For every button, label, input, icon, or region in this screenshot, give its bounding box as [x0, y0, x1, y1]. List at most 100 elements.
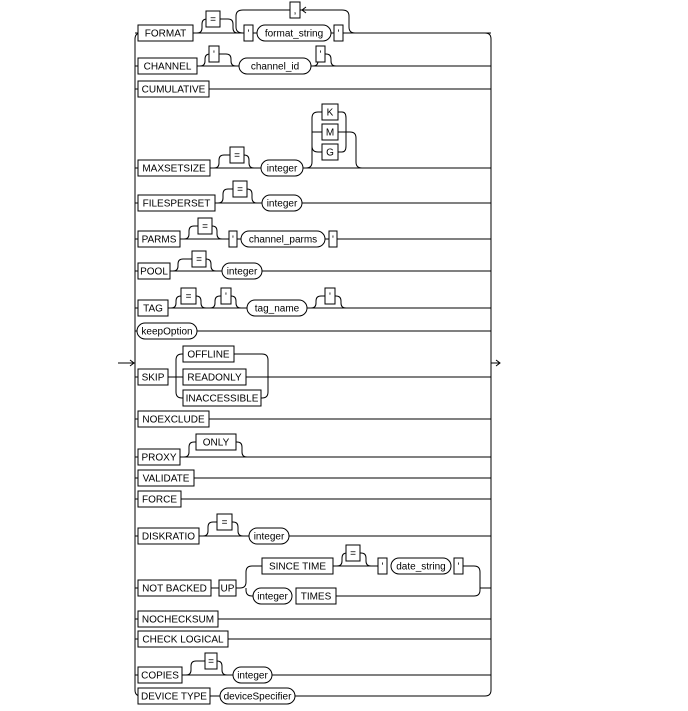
offline-option: OFFLINE	[182, 345, 235, 363]
quote-token: '	[324, 287, 336, 305]
diskratio-keyword: DISKRATIO	[137, 527, 200, 545]
integer-param: integer	[221, 262, 263, 280]
unit-m: M	[321, 123, 339, 141]
equals-token: =	[197, 217, 213, 235]
quote-token-label: '	[329, 292, 331, 303]
equals-token: =	[204, 652, 218, 670]
pool-keyword: POOL	[137, 262, 171, 280]
keep-option-param-label: keepOption	[141, 327, 192, 338]
check-logical-keyword-label: CHECK LOGICAL	[142, 635, 224, 646]
proxy-keyword: PROXY	[137, 448, 181, 466]
copies-keyword: COPIES	[137, 666, 183, 684]
integer-param-label: integer	[237, 671, 268, 682]
integer-param: integer	[252, 587, 293, 605]
keep-option-param: keepOption	[136, 322, 198, 340]
optional-branch	[170, 295, 207, 309]
channel-id-param-label: channel_id	[251, 62, 299, 73]
quote-token-label: '	[320, 50, 322, 61]
equals-token-label: =	[234, 151, 240, 162]
inaccessible-option-label: INACCESSIBLE	[186, 394, 259, 405]
quote-token-label: '	[382, 562, 384, 573]
equals-token: =	[229, 146, 245, 164]
optional-branch	[310, 295, 347, 309]
format-keyword: FORMAT	[137, 24, 194, 42]
equals-token-label: =	[186, 292, 192, 303]
quote-token-label: '	[213, 50, 215, 61]
equals-token-label: =	[237, 185, 243, 196]
quote-token: '	[333, 24, 344, 42]
integer-param-label: integer	[227, 267, 258, 278]
comma-separator: ,	[289, 1, 301, 19]
integer-param-label: integer	[267, 199, 298, 210]
nochecksum-keyword-label: NOCHECKSUM	[142, 615, 214, 626]
offline-option-label: OFFLINE	[187, 350, 230, 361]
quote-token-label: '	[248, 29, 250, 40]
equals-token-label: =	[350, 549, 356, 560]
unit-branch-right	[338, 111, 363, 169]
cumulative-keyword: CUMULATIVE	[137, 80, 210, 98]
quote-token-label: '	[225, 292, 227, 303]
unit-m-label: M	[326, 128, 334, 139]
skip-keyword: SKIP	[137, 368, 169, 386]
device-specifier-param: deviceSpecifier	[219, 687, 296, 705]
times-keyword: TIMES	[295, 587, 337, 605]
maxsetsize-keyword: MAXSETSIZE	[137, 159, 211, 177]
format-keyword-label: FORMAT	[145, 29, 186, 40]
skip-branch-left	[172, 353, 183, 399]
equals-token: =	[216, 513, 233, 531]
times-keyword-label: TIMES	[301, 592, 332, 603]
equals-token: =	[205, 10, 221, 28]
quote-token: '	[328, 230, 338, 248]
equals-token-label: =	[222, 518, 228, 529]
integer-param-label: integer	[257, 592, 288, 603]
optional-branch	[172, 258, 217, 272]
only-option: ONLY	[195, 433, 237, 451]
equals-token-label: =	[196, 255, 202, 266]
equals-token: =	[232, 180, 248, 198]
unit-branch-left	[305, 111, 322, 169]
equals-token-label: =	[210, 15, 216, 26]
tag-name-param: tag_name	[246, 299, 308, 317]
equals-token: =	[345, 544, 361, 562]
diskratio-keyword-label: DISKRATIO	[142, 532, 195, 543]
nochecksum-keyword: NOCHECKSUM	[137, 610, 219, 628]
not-backed-keyword: NOT BACKED	[137, 579, 212, 597]
channel-id-param: channel_id	[238, 57, 312, 75]
only-option-label: ONLY	[203, 438, 230, 449]
equals-token-label: =	[208, 657, 214, 668]
validate-keyword-label: VALIDATE	[143, 474, 190, 485]
filesperset-keyword: FILESPERSET	[137, 194, 216, 212]
validate-keyword: VALIDATE	[137, 469, 195, 487]
maxsetsize-keyword-label: MAXSETSIZE	[142, 164, 206, 175]
optional-branch	[209, 295, 242, 309]
readonly-option: READONLY	[182, 368, 247, 386]
unit-k-label: K	[327, 108, 334, 119]
quote-token: '	[453, 557, 464, 575]
integer-param-label: integer	[254, 532, 285, 543]
since-time-keyword: SINCE TIME	[261, 557, 334, 575]
copies-keyword-label: COPIES	[141, 671, 179, 682]
optional-branch	[185, 660, 228, 676]
skip-keyword-label: SKIP	[142, 373, 165, 384]
quote-token: '	[315, 45, 326, 63]
channel-parms-param-label: channel_parms	[249, 235, 317, 246]
optional-branch	[183, 441, 248, 458]
integer-param: integer	[232, 666, 273, 684]
device-specifier-param-label: deviceSpecifier	[224, 692, 292, 703]
exit-arrow	[491, 359, 501, 367]
integer-param: integer	[248, 527, 290, 545]
unit-g-label: G	[326, 148, 334, 159]
parms-keyword: PARMS	[137, 230, 181, 248]
integer-param: integer	[261, 194, 303, 212]
comma-separator-label: ,	[294, 6, 297, 17]
quote-token: '	[228, 230, 238, 248]
equals-token: =	[180, 287, 197, 305]
readonly-option-label: READONLY	[187, 373, 242, 384]
pool-keyword-label: POOL	[140, 267, 168, 278]
parms-keyword-label: PARMS	[142, 235, 177, 246]
tag-keyword-label: TAG	[143, 304, 163, 315]
quote-token-label: '	[232, 235, 234, 246]
optional-branch	[213, 154, 255, 169]
entry-arrow	[118, 359, 135, 367]
date-string-param-label: date_string	[396, 562, 445, 573]
